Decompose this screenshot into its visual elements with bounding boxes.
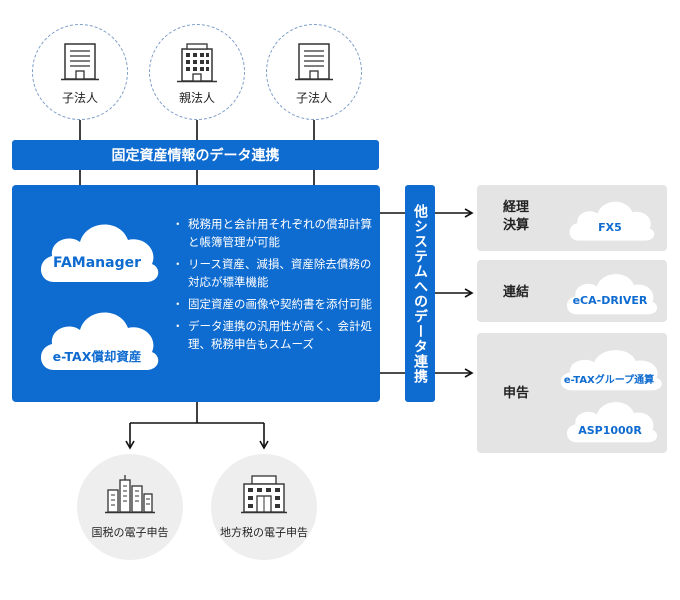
asp1000r-cloud: ASP1000R	[560, 392, 660, 448]
feature-item: データ連携の汎用性が高く、会計処理、税務申告もスムーズ	[172, 317, 382, 353]
national-tax-filing: 国税の電子申告	[77, 454, 183, 560]
feature-item: リース資産、減損、資産除去債務の対応が標準機能	[172, 255, 382, 291]
filing-label: 地方税の電子申告	[220, 526, 308, 539]
building-icon	[60, 41, 100, 87]
box-label: 連結	[503, 285, 530, 300]
feature-item: 税務用と会計用それぞれの償却計算と帳簿管理が可能	[172, 215, 382, 251]
system-name: ASP1000R	[578, 424, 642, 437]
product-name: FAManager	[52, 255, 141, 271]
company-subsidiary-1: 子法人	[32, 24, 128, 120]
system-name: FX5	[598, 221, 622, 234]
feature-item: 固定資産の画像や契約書を添付可能	[172, 295, 382, 313]
system-name: e-TAXグループ通算	[563, 375, 655, 386]
office-building-icon	[175, 41, 219, 89]
etax-depreciation-cloud: e-TAX償却資産	[32, 298, 162, 378]
company-label: 子法人	[61, 91, 98, 105]
cloud-icon	[40, 224, 159, 282]
government-building-icon	[240, 474, 288, 520]
filing-label: 国税の電子申告	[91, 526, 169, 539]
cloud-icon	[566, 274, 658, 315]
company-subsidiary-2: 子法人	[266, 24, 362, 120]
data-integration-bar: 固定資産情報のデータ連携	[12, 140, 379, 170]
feature-list: 税務用と会計用それぞれの償却計算と帳簿管理が可能 リース資産、減損、資産除去債務…	[172, 215, 382, 357]
product-name: e-TAX償却資産	[52, 349, 142, 364]
cloud-icon	[560, 350, 662, 391]
box-label: 申告	[503, 386, 530, 401]
city-icon	[104, 474, 156, 520]
company-label: 親法人	[178, 91, 215, 105]
etax-group-cloud: e-TAXグループ通算	[553, 340, 665, 396]
other-systems-bar: 他システムへのデータ連携	[405, 185, 435, 402]
famanager-cloud: FAManager	[32, 210, 162, 290]
system-name: eCA-DRIVER	[572, 294, 648, 307]
cloud-icon	[569, 201, 655, 241]
building-icon	[294, 41, 334, 87]
company-parent: 親法人	[149, 24, 245, 120]
eca-driver-cloud: eCA-DRIVER	[560, 264, 660, 320]
cloud-icon	[40, 312, 159, 370]
box-label: 経理 決算	[503, 200, 530, 233]
company-label: 子法人	[295, 91, 332, 105]
local-tax-filing: 地方税の電子申告	[211, 454, 317, 560]
cloud-icon	[566, 402, 658, 443]
fx5-cloud: FX5	[563, 192, 657, 246]
